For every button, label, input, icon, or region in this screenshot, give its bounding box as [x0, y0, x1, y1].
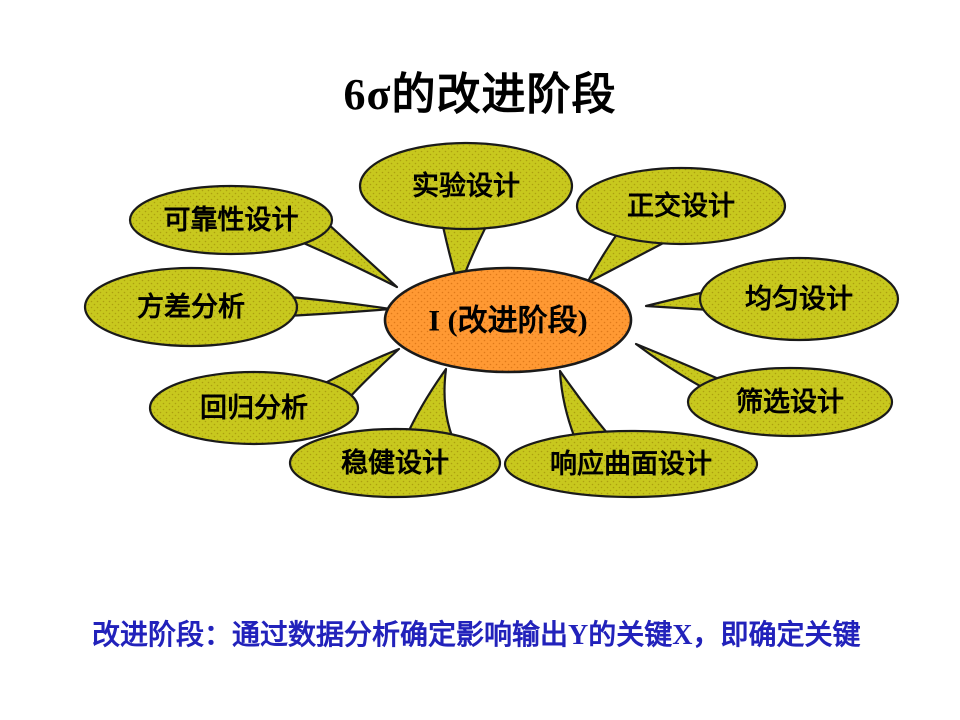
- callout-robust-design: 稳健设计: [288, 367, 502, 499]
- slide-description: 改进阶段：通过数据分析确定影响输出Y的关键X，即确定关键 影响因子，并找到可控因…: [92, 548, 922, 720]
- callout-ellipse: [698, 256, 900, 342]
- callout-ellipse: [686, 366, 894, 438]
- callout-ellipse: [128, 184, 334, 256]
- callout-ellipse: [148, 370, 360, 446]
- callout-label: 实验设计: [412, 170, 520, 201]
- callout-experiment-design: 实验设计: [358, 141, 574, 291]
- callout-response-surface-design: 响应曲面设计: [503, 369, 759, 499]
- callout-ellipse: [83, 266, 299, 348]
- callout-label: 稳健设计: [341, 447, 449, 478]
- callout-label: 可靠性设计: [164, 205, 299, 235]
- center-label: I (改进阶段): [428, 304, 587, 338]
- callout-uniform-design: 均匀设计: [644, 256, 900, 342]
- callout-reliability-design: 可靠性设计: [128, 184, 399, 289]
- callout-label: 筛选设计: [736, 386, 844, 417]
- center-ellipse: [383, 266, 633, 374]
- callout-screening-design: 筛选设计: [634, 342, 894, 438]
- callout-label: 均匀设计: [745, 284, 853, 314]
- callout-label: 方差分析: [137, 291, 245, 322]
- slide-title: 6σ的改进阶段: [343, 70, 617, 119]
- center-node: I (改进阶段): [383, 266, 633, 374]
- description-line-1: 改进阶段：通过数据分析确定影响输出Y的关键X，即确定关键: [92, 620, 861, 651]
- callout-ellipse: [358, 141, 574, 231]
- callout-label: 响应曲面设计: [550, 448, 712, 479]
- callout-label: 回归分析: [200, 393, 308, 423]
- callout-ellipse: [575, 166, 787, 246]
- callout-variance-analysis: 方差分析: [83, 266, 393, 348]
- callout-orthogonal-design: 正交设计: [575, 166, 787, 285]
- callout-label: 正交设计: [627, 190, 735, 221]
- callout-ellipse: [503, 429, 759, 499]
- callout-ellipse: [288, 427, 502, 499]
- callout-regression-analysis: 回归分析: [148, 347, 401, 446]
